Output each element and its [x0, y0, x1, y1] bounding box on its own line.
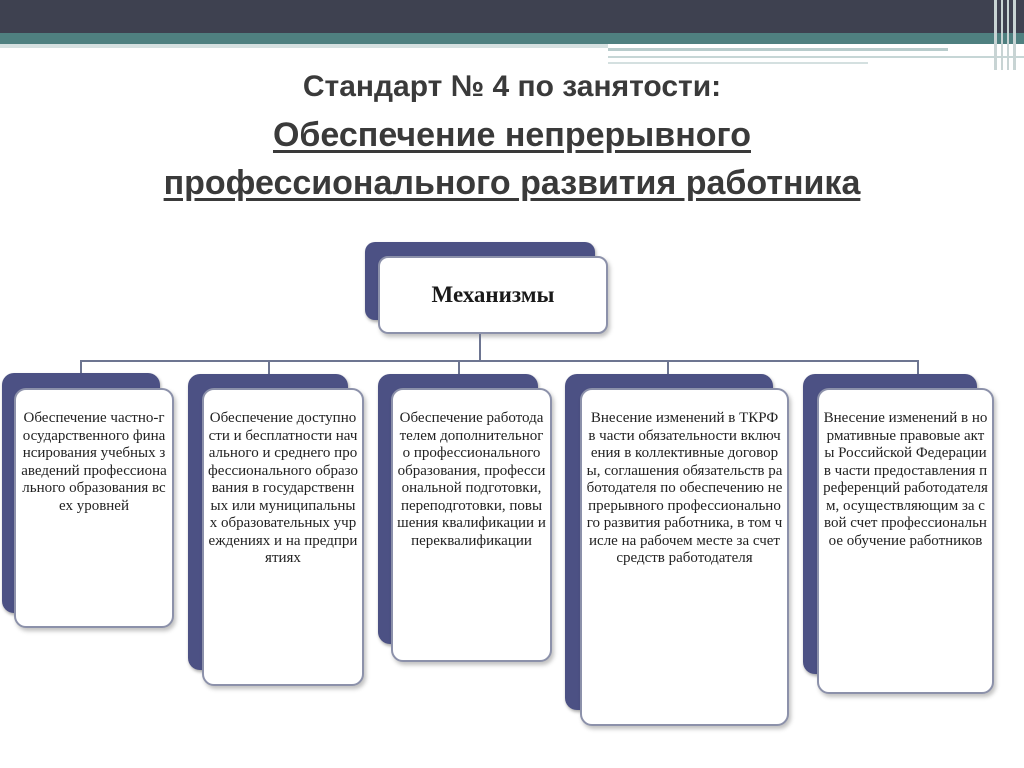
- header-accent-line: [608, 62, 868, 64]
- root-node-label: Механизмы: [431, 282, 555, 307]
- header-vertical-stripe: [994, 0, 997, 70]
- title-line-main: профессионального развития работника: [163, 164, 861, 202]
- child-node-label: Обеспечение работодателем дополнительног…: [397, 410, 546, 549]
- connector-drop: [917, 360, 919, 376]
- child-node: Внесение изменений в ТКРФ в части обязат…: [580, 388, 789, 726]
- header-band-teal: [0, 33, 1024, 44]
- root-node: Механизмы: [378, 256, 608, 334]
- header-vertical-stripe: [1013, 0, 1016, 70]
- child-node: Обеспечение частно-государственного фина…: [14, 388, 174, 628]
- title-line-standard: Стандарт № 4 по занятости:: [302, 70, 722, 103]
- connector-drop: [268, 360, 270, 376]
- connector-drop: [667, 360, 669, 376]
- title-line-main: Обеспечение непрерывного: [272, 116, 751, 154]
- connector-root-stem: [479, 334, 481, 361]
- child-node: Внесение изменений в нормативные правовы…: [817, 388, 994, 694]
- child-node: Обеспечение доступности и бесплатности н…: [202, 388, 364, 686]
- child-node: Обеспечение работодателем дополнительног…: [391, 388, 552, 662]
- child-node-label: Внесение изменений в ТКРФ в части обязат…: [586, 410, 783, 566]
- slide-title: Стандарт № 4 по занятости: Обеспечение н…: [0, 68, 1024, 208]
- child-node-label: Обеспечение доступности и бесплатности н…: [208, 410, 358, 566]
- header-accent-line: [608, 48, 948, 51]
- connector-drop: [458, 360, 460, 376]
- header-band-light: [0, 44, 608, 48]
- header-accent-line: [608, 56, 1024, 58]
- connector-horizontal-bus: [80, 360, 918, 362]
- header-vertical-stripe: [1007, 0, 1009, 70]
- child-node-label: Внесение изменений в нормативные правовы…: [823, 410, 988, 549]
- child-node-label: Обеспечение частно-государственного фина…: [21, 410, 167, 514]
- header-vertical-stripe: [1001, 0, 1003, 70]
- connector-drop: [80, 360, 82, 376]
- header-band-dark: [0, 0, 1024, 33]
